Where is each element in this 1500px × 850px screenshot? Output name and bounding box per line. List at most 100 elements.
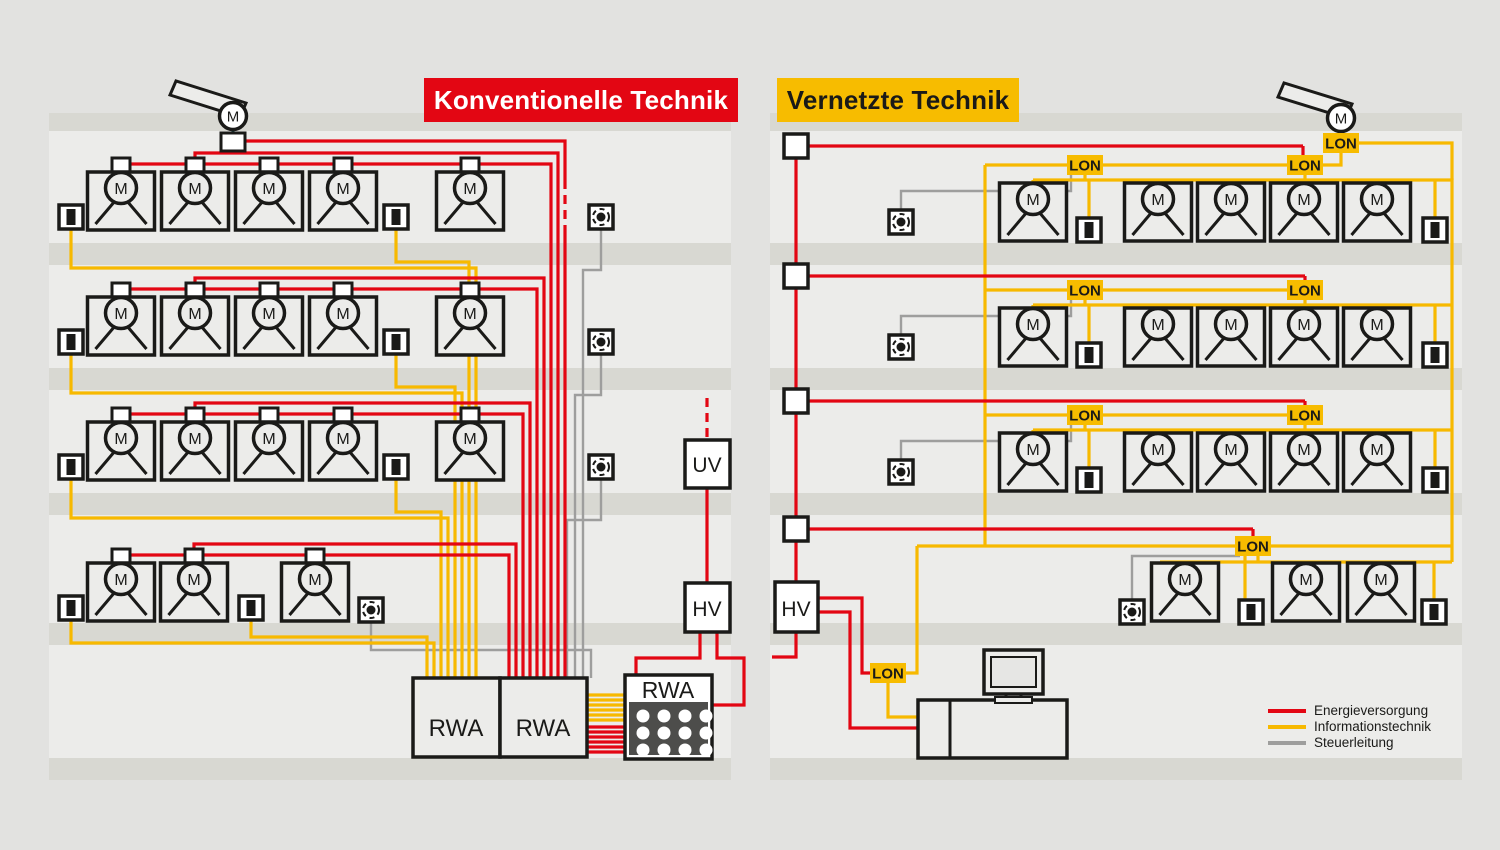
window-opening-line [1350, 336, 1373, 361]
motor-label: M [1374, 572, 1387, 589]
window-opening-line [1350, 461, 1373, 486]
motor-label: M [1224, 442, 1237, 459]
control-line [1130, 554, 1240, 601]
motor-label: M [188, 431, 201, 448]
smoke-detector-icon [587, 203, 615, 231]
switch-rocker [1084, 472, 1094, 488]
wall-switch-icon [57, 328, 85, 356]
motor-label: M [1026, 442, 1039, 459]
window-opening-line [168, 200, 191, 225]
wall-switch-icon [1421, 216, 1449, 244]
lon-node-label: LON [872, 666, 904, 683]
motor-window-symbol: M [85, 156, 157, 232]
information-line [1323, 152, 1343, 167]
motor-window-symbol: M [1345, 561, 1417, 623]
lon-node-box [1067, 155, 1103, 175]
switch-rocker [66, 334, 76, 350]
window-opening-line [1350, 211, 1373, 236]
legend-label: Steuerleitung [1314, 735, 1394, 750]
rwa-button-panel-label: RWA [642, 677, 695, 703]
motor-label: M [188, 181, 201, 198]
lon-node-box [1287, 280, 1323, 300]
motor-window-symbol: M [1341, 431, 1413, 493]
window-opening-line [273, 450, 296, 475]
switch-rocker [1246, 604, 1256, 620]
rwa-button [678, 726, 692, 740]
window-opening-line [1277, 211, 1300, 236]
information-wiring [69, 141, 1454, 722]
lon-node: LON [1067, 155, 1103, 175]
lon-node-box [1323, 133, 1359, 153]
motor-label: M [336, 431, 349, 448]
motor-label: M [262, 306, 275, 323]
motor-icon [1359, 431, 1395, 467]
window-opening-line [94, 591, 117, 616]
information-line [906, 546, 919, 675]
window-opening-line [288, 591, 311, 616]
rwa-button-panel: RWA [623, 673, 714, 761]
detector-ring [1123, 603, 1141, 621]
legend-item: Steuerleitung [1268, 736, 1431, 749]
motor-icon [176, 561, 212, 597]
motor-label: M [1224, 317, 1237, 334]
smoke-detector-icon [887, 458, 915, 486]
wall-switch-icon [1421, 341, 1449, 369]
motor-icon [1213, 431, 1249, 467]
detector-ring [362, 601, 380, 619]
uv-label: UV [692, 454, 721, 477]
switch-rocker [1430, 222, 1440, 238]
motor-icon [251, 170, 287, 206]
hv-box-right: HV [773, 580, 820, 634]
motor-label: M [262, 181, 275, 198]
motor-window-symbol: M [159, 281, 231, 357]
floor-slab [49, 758, 731, 780]
switch-rocker [1084, 222, 1094, 238]
power-line [772, 632, 798, 659]
window-opening-line [347, 450, 370, 475]
window-opening-line [125, 200, 148, 225]
riser-junction-box [782, 387, 810, 415]
switch-rocker [391, 459, 401, 475]
window-opening-line [1204, 336, 1227, 361]
window-opening-line [319, 591, 342, 616]
window-opening-line [94, 325, 117, 350]
window-opening-line [1204, 461, 1227, 486]
window-opening-line [242, 200, 265, 225]
window-opening-line [347, 200, 370, 225]
motor-icon [177, 295, 213, 331]
motor-label: M [463, 181, 476, 198]
power-line [245, 139, 567, 180]
information-line [69, 479, 450, 678]
motor-window-symbol: M [307, 281, 379, 357]
motor-window-symbol: M [997, 306, 1069, 368]
window-opening-line [1381, 461, 1404, 486]
motor-label: M [114, 181, 127, 198]
wall-switch-icon [1237, 598, 1265, 626]
motor-window-symbol: M [434, 156, 506, 232]
power-line [121, 412, 525, 678]
lon-node-box [1067, 405, 1103, 425]
window-opening-line [1158, 591, 1181, 616]
motor-window-symbol: M [1268, 181, 1340, 243]
window-opening-line [94, 200, 117, 225]
lon-node-box [1235, 536, 1271, 556]
legend-color-swatch [1268, 724, 1306, 729]
lon-node-box [1067, 280, 1103, 300]
window-opening-line [443, 200, 466, 225]
window-opening-line [242, 450, 265, 475]
motor-window-symbol: M [1268, 306, 1340, 368]
motor-icon [1140, 181, 1176, 217]
roof-hatch-symbol: M [167, 79, 249, 134]
window-opening-line [273, 325, 296, 350]
lon-node-label: LON [1289, 283, 1321, 300]
floor-slabs [49, 113, 1462, 780]
hv-right-label: HV [781, 598, 810, 621]
motor-label: M [336, 306, 349, 323]
legend-label: Energieversorgung [1314, 703, 1429, 718]
window-opening-line [1162, 336, 1185, 361]
rwa-panel-2-box [498, 676, 589, 759]
motor-label: M [1026, 192, 1039, 209]
motor-label: M [1370, 192, 1383, 209]
lon-node: LON [1287, 280, 1323, 300]
motor-icon [251, 420, 287, 456]
